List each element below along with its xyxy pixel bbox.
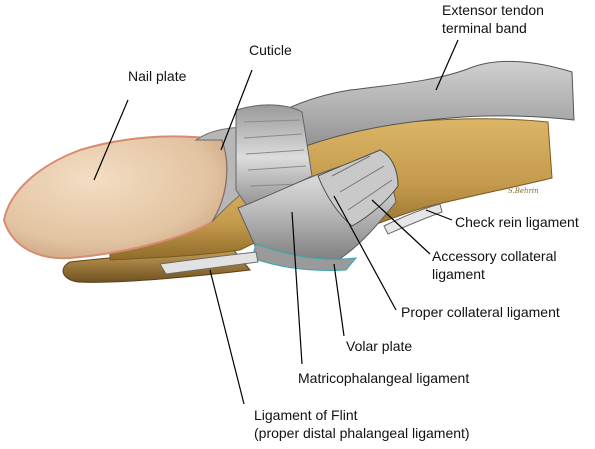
leader-matrico bbox=[291, 211, 303, 365]
check-rein-shape bbox=[383, 203, 443, 235]
leader-check-rein bbox=[425, 209, 453, 221]
leader-nail bbox=[93, 99, 129, 181]
label-matricophalangeal: Matricophalangeal ligament bbox=[298, 370, 470, 386]
artist-signature: S.Behrin bbox=[508, 187, 539, 195]
label-volar-plate: Volar plate bbox=[346, 338, 413, 354]
label-cuticle: Cuticle bbox=[249, 42, 292, 58]
label-accessory-collateral-line1: Accessory collateral bbox=[432, 248, 557, 264]
label-proper-collateral: Proper collateral ligament bbox=[401, 304, 560, 320]
label-accessory-collateral-line2: ligament bbox=[432, 266, 485, 282]
extensor-tendon bbox=[227, 60, 575, 192]
leader-volar bbox=[333, 263, 345, 337]
leader-cuticle bbox=[220, 69, 253, 151]
label-extensor-tendon-line1: Extensor tendon bbox=[442, 2, 544, 18]
label-extensor-tendon-line2: terminal band bbox=[442, 20, 527, 36]
leader-accessory bbox=[371, 199, 431, 255]
leader-flint bbox=[209, 269, 245, 405]
volar-plate-shape bbox=[251, 243, 358, 271]
ligament-of-flint-shape bbox=[159, 251, 259, 275]
label-flint-line2: (proper distal phalangeal ligament) bbox=[254, 425, 470, 441]
leader-proper bbox=[333, 195, 397, 311]
leader-extensor bbox=[435, 39, 459, 91]
label-flint-line1: Ligament of Flint bbox=[254, 407, 358, 423]
label-check-rein: Check rein ligament bbox=[455, 214, 579, 230]
label-nail-plate: Nail plate bbox=[128, 68, 187, 84]
